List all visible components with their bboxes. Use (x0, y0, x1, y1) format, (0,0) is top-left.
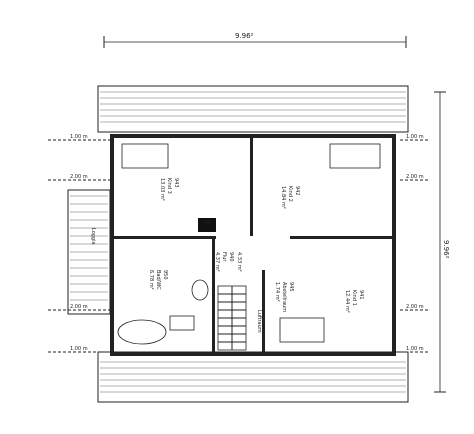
svg-text:945: 945 (288, 282, 294, 292)
svg-text:1.74 m²: 1.74 m² (274, 282, 280, 302)
svg-text:GK: GK (204, 220, 212, 226)
left-dim-4: 1.00 m (70, 346, 88, 352)
svg-text:942: 942 (294, 186, 300, 196)
svg-text:940: 940 (228, 252, 234, 262)
svg-text:950: 950 (162, 270, 168, 280)
svg-text:Bad/WC: Bad/WC (155, 270, 161, 290)
roof-bottom-hatch (97, 351, 409, 403)
stair (217, 285, 247, 351)
room-label-950: 950 Bad/WC 6.78 m² (148, 270, 168, 290)
svg-text:14.84 m²: 14.84 m² (280, 186, 286, 209)
svg-text:Kind 2: Kind 2 (287, 186, 293, 202)
top-dimension-label: 9.96² (235, 32, 254, 40)
right-dimension-label: 9.96² (442, 240, 450, 259)
svg-text:4.33 m²: 4.33 m² (236, 252, 242, 272)
room-label-945: 945 Abstellraum 1.74 m² (274, 282, 294, 312)
roof-top-hatch (97, 85, 409, 133)
left-dimension-markers: 1.00 m 2.00 m 2.00 m 1.00 m (48, 134, 110, 353)
room-label-940: 940 Flur 4.37 m² 4.33 m² (214, 252, 242, 272)
left-dim-3: 2.00 m (70, 304, 88, 310)
central-box (198, 218, 216, 232)
svg-text:Luftraum: Luftraum (256, 310, 262, 333)
right-dimension-markers: 1.00 m 2.00 m 2.00 m 1.00 m (400, 134, 430, 353)
beds (121, 143, 381, 343)
svg-text:Flur: Flur (221, 252, 227, 262)
room-label-943: 943 Kind 3 13.03 m² (159, 178, 179, 201)
right-dim-2: 2.00 m (406, 174, 424, 180)
svg-text:Kind 1: Kind 1 (351, 290, 357, 306)
loggia-label: Loggia (90, 228, 96, 245)
svg-text:13.03 m²: 13.03 m² (159, 178, 165, 201)
right-dim-3: 2.00 m (406, 304, 424, 310)
svg-text:943: 943 (173, 178, 179, 188)
svg-text:Abstellraum: Abstellraum (281, 282, 287, 312)
loggia: Loggia (67, 189, 111, 315)
svg-text:Kind 3: Kind 3 (166, 178, 172, 194)
svg-text:941: 941 (358, 290, 364, 300)
interior-walls (114, 134, 392, 354)
top-dimension: 9.96² (103, 32, 407, 48)
misc-labels: Luftraum GK (204, 220, 262, 333)
room-label-942: 942 Kind 2 14.84 m² (280, 186, 300, 209)
right-dim-1: 1.00 m (406, 134, 424, 140)
right-dimension: 9.96² (434, 91, 450, 393)
left-dim-2: 2.00 m (70, 174, 88, 180)
svg-text:12.44 m²: 12.44 m² (344, 290, 350, 313)
svg-text:4.37 m²: 4.37 m² (214, 252, 220, 272)
right-dim-4: 1.00 m (406, 346, 424, 352)
left-dim-1: 1.00 m (70, 134, 88, 140)
room-label-941: 941 Kind 1 12.44 m² (344, 290, 364, 313)
bath-fixtures (117, 279, 209, 345)
svg-text:6.78 m²: 6.78 m² (148, 270, 154, 290)
